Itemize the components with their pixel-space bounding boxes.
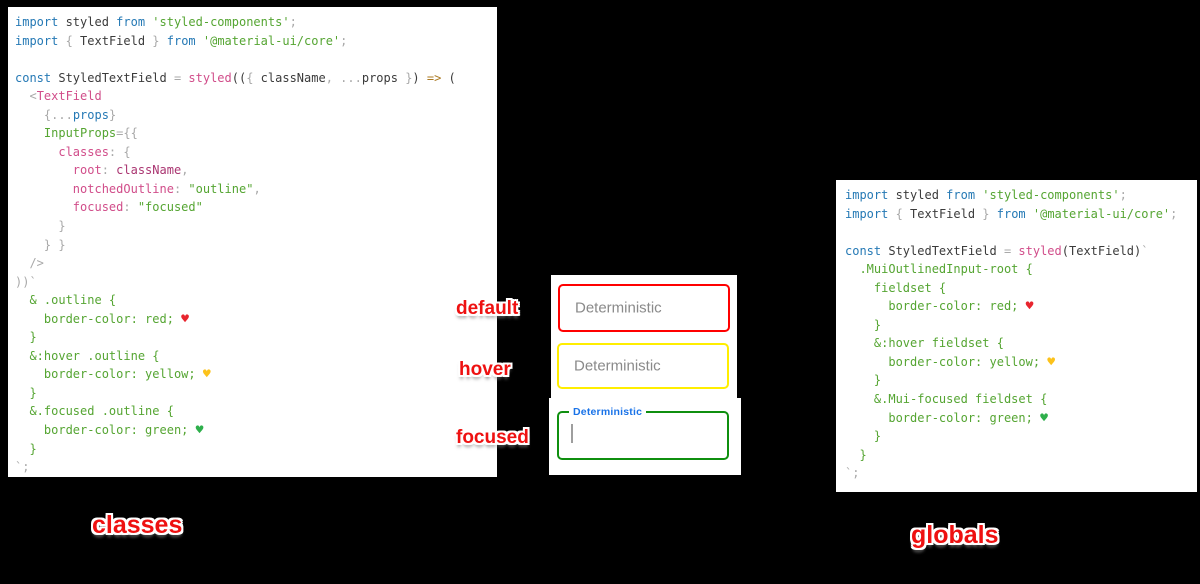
code-line: notchedOutline: "outline", — [15, 181, 261, 196]
caption-classes: classes — [92, 511, 183, 539]
code-panel-globals: import styled from 'styled-components'; i… — [836, 180, 1197, 492]
code-line: import styled from 'styled-components'; — [15, 15, 297, 29]
code-line: & .outline { — [15, 293, 117, 308]
textfield-placeholder: Deterministic — [575, 299, 662, 317]
code-line: import styled from 'styled-components'; — [845, 188, 1127, 202]
code-line: } — [845, 429, 882, 444]
code-line: InputProps={{ — [15, 126, 138, 141]
code-line: <TextField — [15, 89, 102, 104]
code-line: classes: { — [15, 144, 131, 159]
code-line: border-color: yellow; ♥ — [15, 367, 211, 383]
code-line: border-color: green; ♥ — [845, 410, 1048, 426]
code-line: border-color: yellow; ♥ — [845, 354, 1056, 370]
code-line: import { TextField } from '@material-ui/… — [15, 33, 348, 48]
code-line: } — [15, 219, 66, 234]
textfield-notch-label: Deterministic — [569, 405, 647, 419]
code-line: .MuiOutlinedInput-root { — [845, 262, 1033, 277]
code-line: } — [845, 373, 882, 388]
code-line: border-color: red; ♥ — [15, 311, 189, 327]
annotation-hover-label: hover — [459, 359, 511, 380]
code-line: ))` — [15, 274, 37, 289]
textfield-focused-state[interactable]: Deterministic — [557, 405, 729, 460]
textfield-placeholder: Deterministic — [574, 357, 661, 375]
code-line: `; — [845, 466, 860, 481]
code-line: border-color: red; ♥ — [845, 299, 1034, 315]
code-line: import { TextField } from '@material-ui/… — [845, 206, 1178, 221]
code-line: } — [15, 330, 37, 345]
code-line: &:hover .outline { — [15, 348, 160, 363]
textfield-hover-state[interactable]: Deterministic — [557, 343, 729, 389]
code-line: } — [845, 447, 867, 462]
code-line: &.Mui-focused fieldset { — [845, 392, 1048, 407]
textfield-default-state[interactable]: Deterministic — [558, 284, 730, 332]
annotation-default-label: default — [456, 298, 519, 319]
code-line: /> — [15, 256, 44, 271]
code-line: `; — [15, 460, 30, 475]
code-line: const StyledTextField = styled(TextField… — [845, 243, 1149, 258]
code-line: border-color: green; ♥ — [15, 423, 204, 439]
caption-globals: globals — [911, 521, 999, 549]
code-line: &:hover fieldset { — [845, 336, 1004, 351]
annotation-focused-label: focused — [456, 427, 529, 448]
code-line: focused: "focused" — [15, 200, 203, 215]
code-line — [15, 50, 497, 69]
code-line: } — [845, 317, 882, 332]
code-line: } — [15, 441, 37, 456]
code-line — [845, 223, 1197, 242]
code-panel-classes: import styled from 'styled-components'; i… — [8, 7, 497, 477]
code-line: &.focused .outline { — [15, 404, 174, 419]
code-line: } } — [15, 237, 66, 252]
code-line: const StyledTextField = styled(({ classN… — [15, 70, 456, 85]
code-line: } — [15, 385, 37, 400]
code-line: root: className, — [15, 163, 189, 178]
code-line: fieldset { — [845, 280, 947, 295]
text-cursor — [571, 424, 573, 443]
code-line: {...props} — [15, 107, 117, 122]
